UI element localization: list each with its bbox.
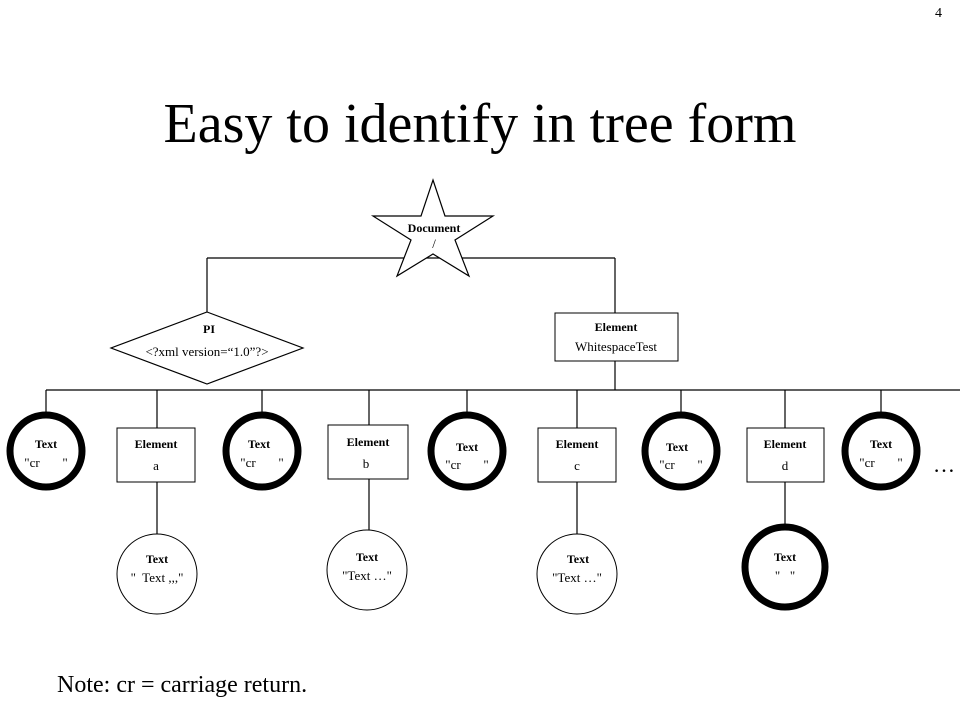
node-element-c: Element c [537, 427, 617, 483]
text-1-value: "cr " [24, 455, 67, 470]
pi-label: PI [203, 322, 215, 336]
more-children-ellipsis: … [933, 452, 955, 477]
node-text-c: Text "Text …" [536, 533, 618, 615]
document-star-shape [370, 178, 496, 278]
node-text-4: Text "cr " [641, 411, 721, 491]
text-3-label: Text [456, 440, 478, 454]
slide-title: Easy to identify in tree form [163, 93, 797, 155]
text-a-value: " Text ,,," [131, 570, 184, 585]
node-pi: PI <?xml version=“1.0”?> [109, 311, 305, 385]
text-4-value: "cr " [659, 457, 702, 472]
text-2-label: Text [248, 437, 270, 451]
element-c-value: c [574, 458, 580, 473]
pi-diamond-shape [109, 311, 305, 385]
text-d-value: " " [775, 568, 795, 583]
node-element-d: Element d [746, 427, 825, 483]
text-4-label: Text [666, 440, 688, 454]
text-1-label: Text [35, 437, 57, 451]
node-text-a: Text " Text ,,," [116, 533, 198, 615]
element-c-label: Element [556, 437, 599, 451]
connector-lines [45, 257, 960, 534]
element-b-value: b [363, 456, 370, 471]
text-c-value: "Text …" [552, 570, 602, 585]
document-value: / [432, 236, 436, 251]
root-element-value: WhitespaceTest [575, 339, 657, 354]
document-label: Document [408, 221, 461, 235]
node-root-element: Element WhitespaceTest [554, 312, 679, 362]
node-text-2: Text "cr " [222, 411, 302, 491]
node-document: Document / [370, 178, 496, 278]
node-text-d: Text " " [741, 523, 829, 611]
text-a-label: Text [146, 552, 168, 566]
text-3-value: "cr " [445, 457, 488, 472]
pi-value: <?xml version=“1.0”?> [145, 344, 268, 359]
text-5-value: "cr " [859, 455, 902, 470]
node-element-b: Element b [327, 424, 409, 480]
footnote: Note: cr = carriage return. [57, 672, 308, 698]
node-text-5: Text "cr " [841, 411, 921, 491]
text-d-label: Text [774, 550, 796, 564]
text-c-label: Text [567, 552, 589, 566]
node-text-1: Text "cr " [6, 411, 86, 491]
text-b-value: "Text …" [342, 568, 392, 583]
node-text-b: Text "Text …" [326, 529, 408, 611]
element-d-value: d [782, 458, 789, 473]
root-element-label: Element [595, 320, 638, 334]
element-a-label: Element [135, 437, 178, 451]
text-5-label: Text [870, 437, 892, 451]
element-b-label: Element [347, 435, 390, 449]
root-element-box [554, 312, 679, 362]
node-element-a: Element a [116, 427, 196, 483]
element-a-value: a [153, 458, 159, 473]
node-text-3: Text "cr " [427, 411, 507, 491]
text-2-value: "cr " [240, 455, 283, 470]
slide-number: 4 [935, 6, 942, 21]
element-d-label: Element [764, 437, 807, 451]
text-b-label: Text [356, 550, 378, 564]
